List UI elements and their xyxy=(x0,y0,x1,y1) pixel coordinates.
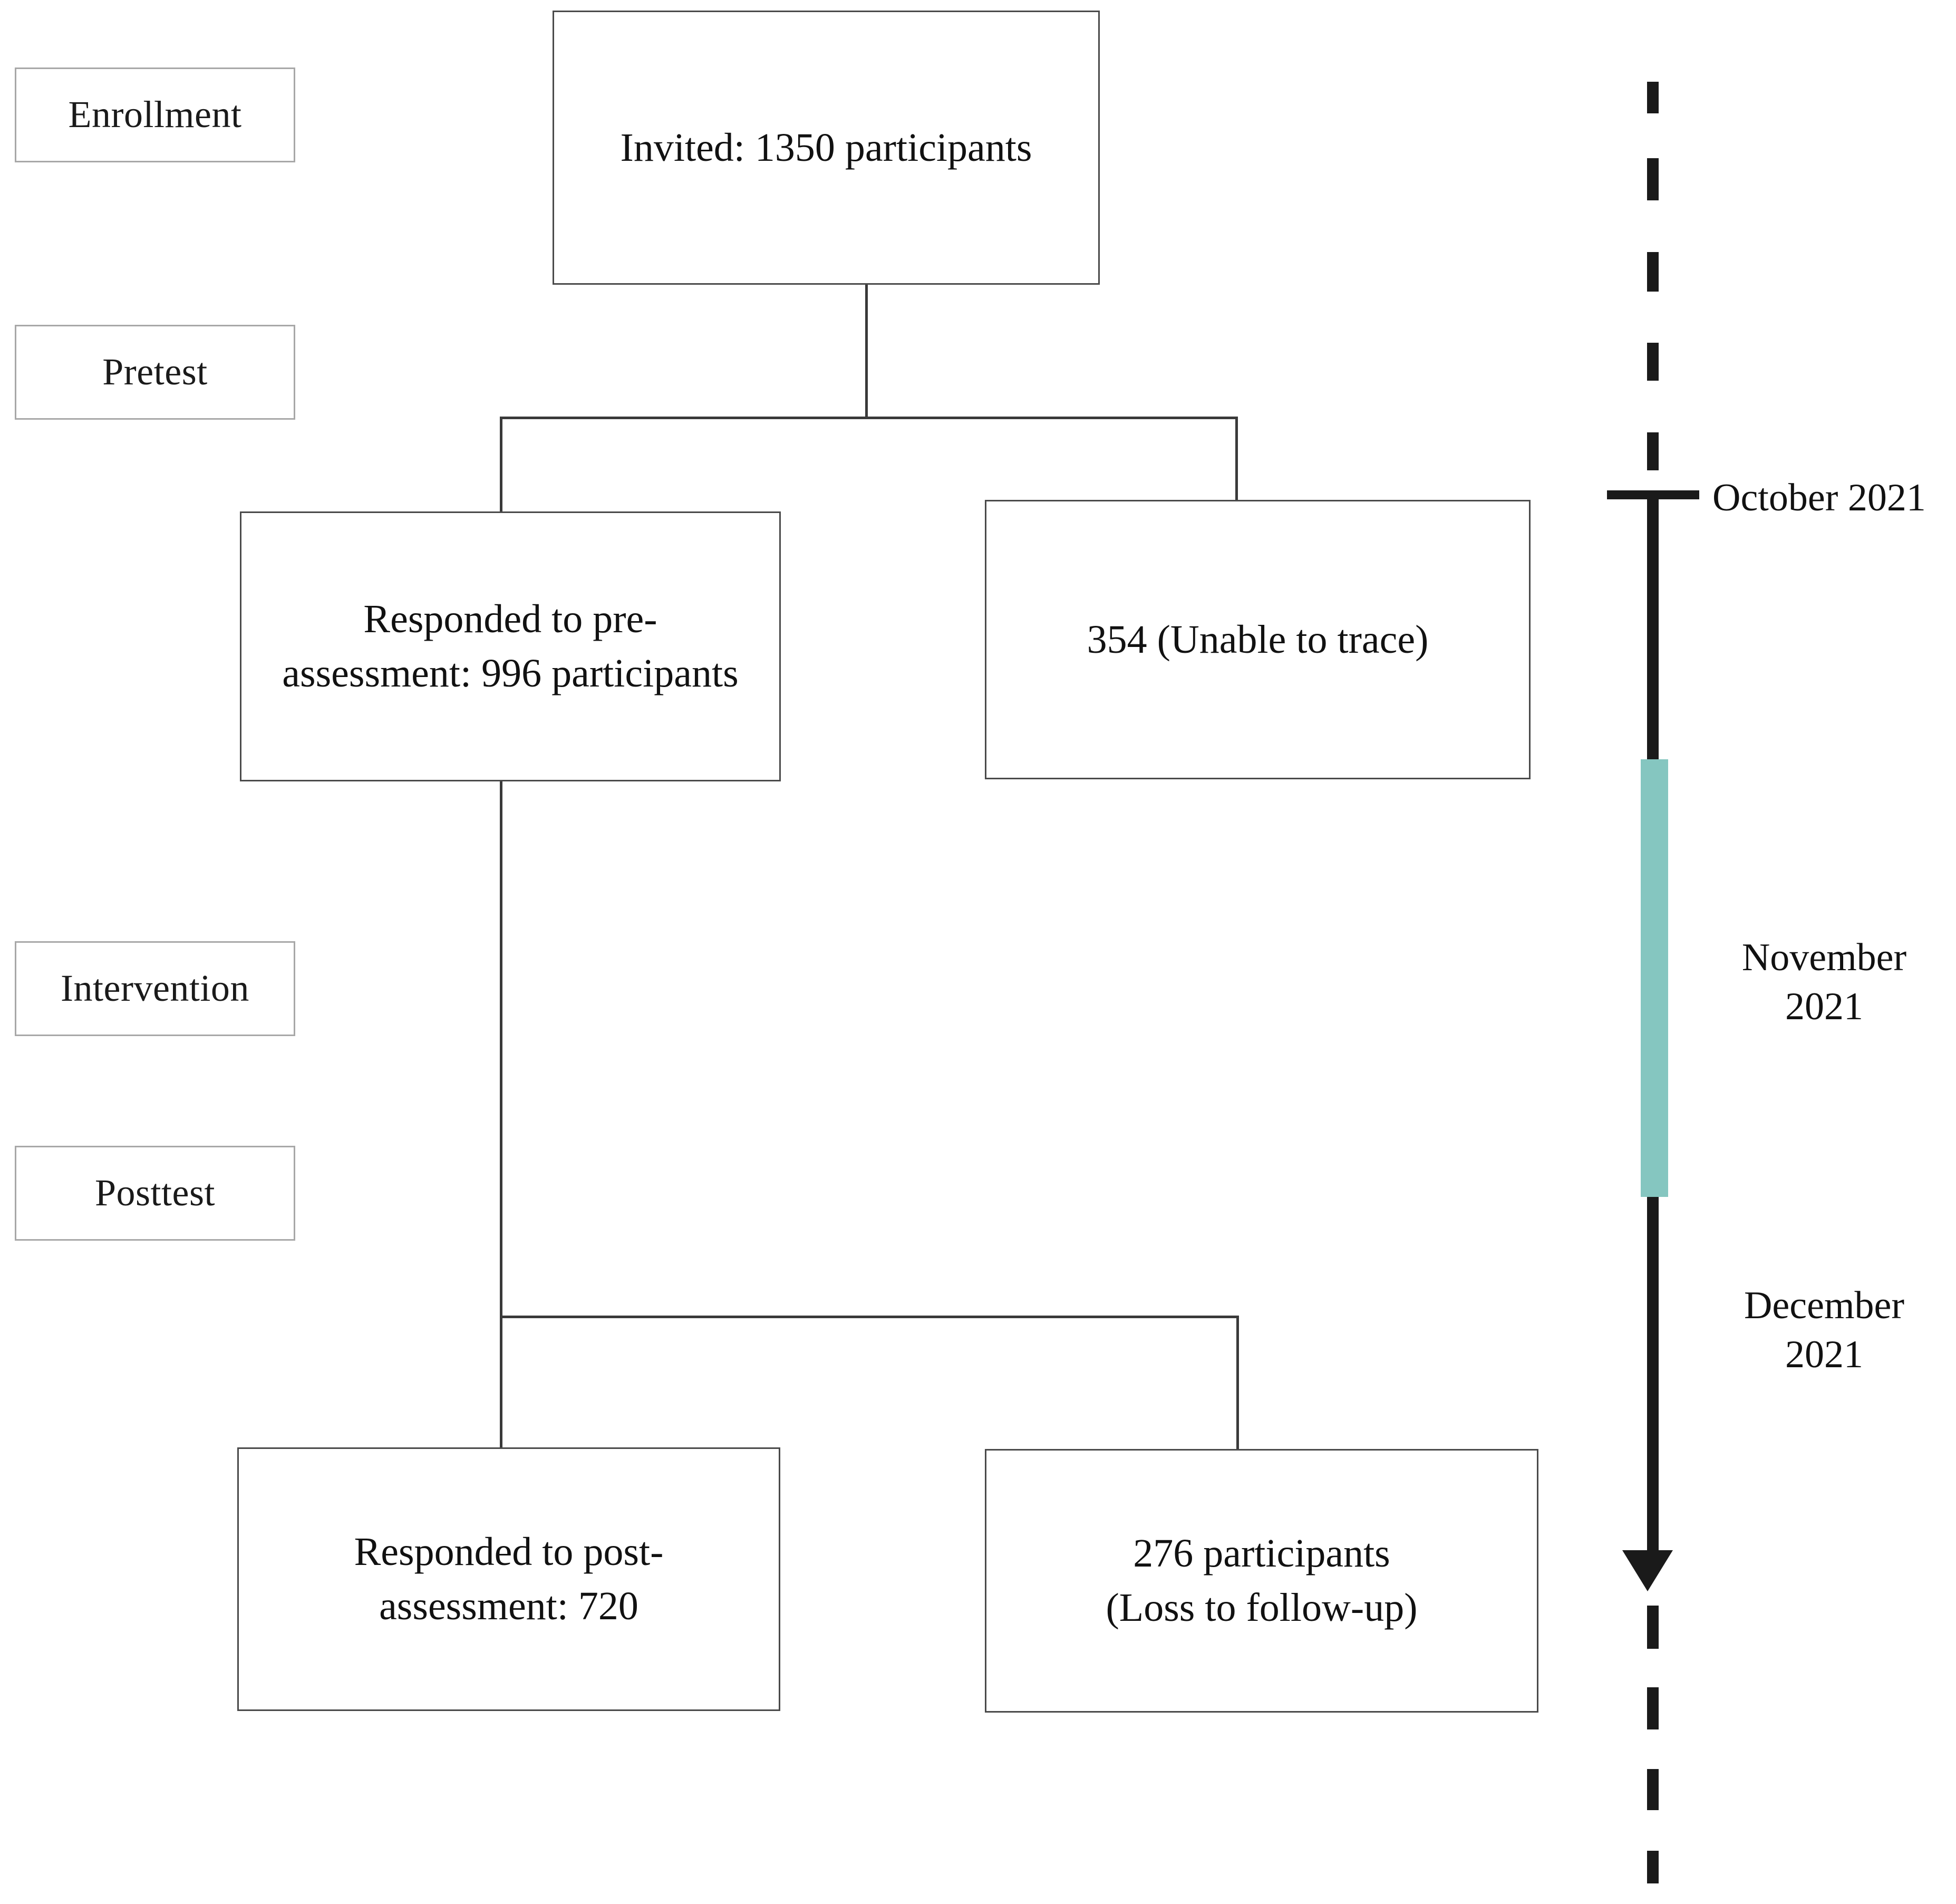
timeline-dash-segment xyxy=(1647,82,1659,113)
stage-label-posttest-text: Posttest xyxy=(94,1172,216,1214)
connector-to-loss-followup xyxy=(1236,1316,1239,1449)
flow-box-loss-followup: 276 participants (Loss to follow-up) xyxy=(985,1449,1538,1713)
connector-to-unable-trace xyxy=(1235,417,1238,501)
flow-box-unable-trace: 354 (Unable to trace) xyxy=(985,500,1531,779)
timeline-label-october: October 2021 xyxy=(1712,473,1955,523)
flow-box-post-assessment-line2: assessment: 720 xyxy=(379,1584,638,1628)
timeline-label-december: December 2021 xyxy=(1713,1281,1935,1379)
timeline-dash-segment xyxy=(1647,1769,1659,1810)
stage-label-enrollment-text: Enrollment xyxy=(68,93,242,136)
timeline-dash-segment xyxy=(1647,432,1659,470)
timeline-highlight-november xyxy=(1641,759,1668,1197)
flow-box-loss-followup-line2: (Loss to follow-up) xyxy=(1106,1586,1418,1630)
connector-to-pre-assessment xyxy=(500,417,502,513)
timeline-dash-segment xyxy=(1647,158,1659,200)
flow-box-pre-assessment-line1: Responded to pre- xyxy=(363,597,657,642)
timeline-label-november-line1: November xyxy=(1741,936,1907,979)
timeline-dash-segment xyxy=(1647,343,1659,381)
stage-label-intervention: Intervention xyxy=(15,941,295,1036)
flow-box-unable-trace-line1: 354 (Unable to trace) xyxy=(1087,617,1429,662)
stage-label-posttest: Posttest xyxy=(15,1146,295,1241)
connector-pre-assessment-stem xyxy=(500,780,502,1449)
timeline-label-november-line2: 2021 xyxy=(1785,984,1863,1028)
timeline-dash-segment xyxy=(1647,1687,1659,1729)
stage-label-enrollment: Enrollment xyxy=(15,67,295,162)
timeline-label-october-line1: October 2021 xyxy=(1712,476,1926,519)
timeline-dash-segment xyxy=(1647,1851,1659,1883)
flow-box-pre-assessment-line2: assessment: 996 participants xyxy=(282,651,739,695)
connector-invited-stem xyxy=(865,285,868,418)
connector-posttest-split xyxy=(500,1316,1239,1318)
stage-label-pretest: Pretest xyxy=(15,325,295,420)
connector-pretest-split xyxy=(500,417,1238,419)
stage-label-intervention-text: Intervention xyxy=(61,967,249,1010)
flow-box-loss-followup-line1: 276 participants xyxy=(1133,1531,1390,1576)
timeline-label-december-line1: December xyxy=(1744,1284,1905,1327)
stage-label-pretest-text: Pretest xyxy=(102,351,208,393)
timeline-dash-segment xyxy=(1647,252,1659,292)
timeline-label-november: November 2021 xyxy=(1713,933,1935,1031)
timeline-arrow-icon xyxy=(1622,1550,1673,1591)
timeline-dash-segment xyxy=(1647,1606,1659,1649)
flow-box-post-assessment-line1: Responded to post- xyxy=(354,1530,664,1574)
flow-box-pre-assessment: Responded to pre- assessment: 996 partic… xyxy=(240,511,781,781)
flow-box-invited: Invited: 1350 participants xyxy=(553,11,1100,285)
flow-box-invited-line1: Invited: 1350 participants xyxy=(620,125,1032,170)
flow-box-post-assessment: Responded to post- assessment: 720 xyxy=(237,1447,780,1711)
timeline-label-december-line2: 2021 xyxy=(1785,1332,1863,1376)
